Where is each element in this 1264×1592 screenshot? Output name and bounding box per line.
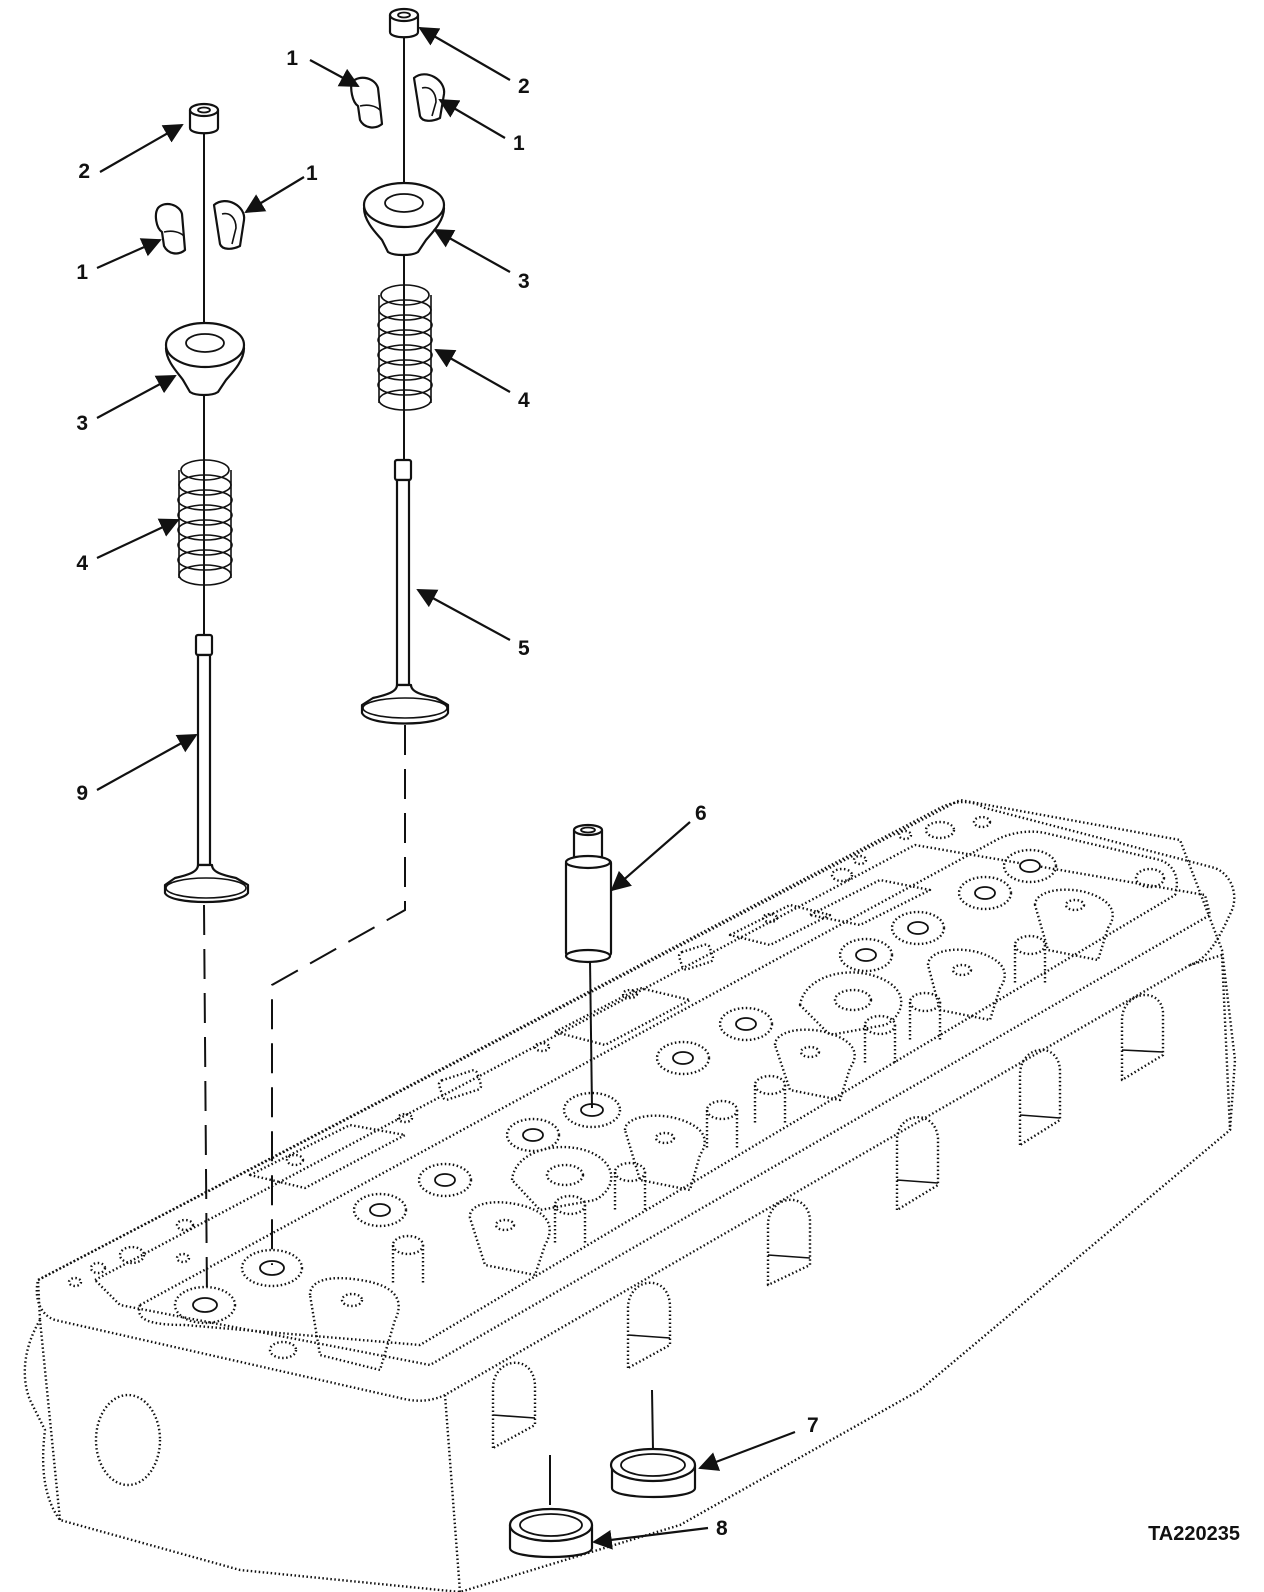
rocker-bosses (308, 888, 1114, 1372)
callout-1: 1 (306, 162, 318, 185)
valve-guide (564, 823, 613, 964)
callout-1: 1 (513, 132, 525, 155)
cylinder-head (23, 798, 1237, 1592)
exhaust-valve-right (360, 458, 450, 725)
callout-3: 3 (76, 412, 88, 435)
spring-retainer-right (362, 181, 446, 257)
callout-4: 4 (76, 552, 88, 575)
valve-keepers-right (350, 73, 446, 129)
figure-id: TA220235 (1148, 1523, 1240, 1545)
front-port (94, 1393, 162, 1487)
callout-3: 3 (518, 270, 530, 293)
callout-5: 5 (518, 637, 530, 660)
left-valve-stack (154, 102, 250, 904)
intake-valve-left (163, 633, 250, 904)
callout-4: 4 (518, 389, 530, 412)
valve-keepers-left (154, 200, 246, 255)
valve-guide-bores (173, 848, 1058, 1325)
right-valve-stack (350, 7, 450, 725)
valve-spring-right (377, 284, 433, 411)
valve-seat-insert-7 (609, 1447, 697, 1499)
callout-2: 2 (518, 75, 530, 98)
side-windows (491, 993, 1165, 1450)
callout-7: 7 (807, 1414, 819, 1437)
valve-stem-cap-left (188, 102, 220, 135)
valve-seat-insert-8 (508, 1507, 594, 1559)
leader-lines (96, 27, 796, 1550)
callout-9: 9 (76, 782, 88, 805)
callout-2: 2 (78, 160, 90, 183)
valve-stem-cap-right (388, 7, 420, 39)
callout-1: 1 (286, 47, 298, 70)
spring-retainer-left (164, 321, 246, 397)
callout-6: 6 (695, 802, 707, 825)
callout-labels: 1 2 1 2 1 1 3 3 4 4 5 9 6 7 8 TA220235 (76, 47, 1240, 1545)
callout-8: 8 (716, 1517, 728, 1540)
callout-1: 1 (76, 261, 88, 284)
deck-holes (67, 815, 1166, 1360)
